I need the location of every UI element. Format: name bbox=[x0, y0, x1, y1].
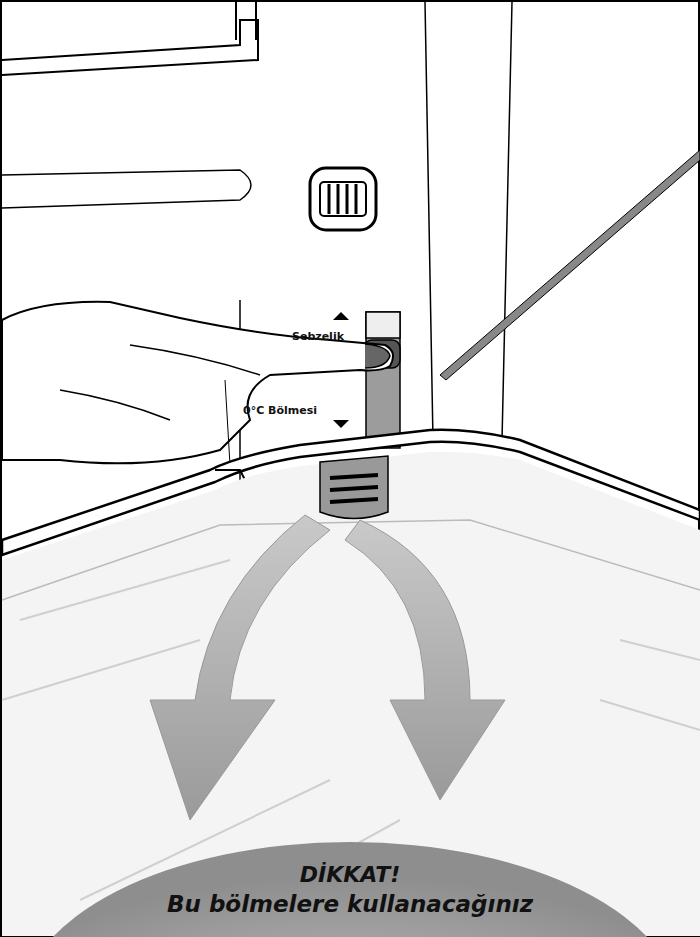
control-label: 0°C Bölmesi bbox=[243, 404, 317, 417]
warning-text: Bu bölmelere kullanacağınız bbox=[90, 891, 610, 917]
warning-band: DİKKAT! Bu bölmelere kullanacağınız bbox=[90, 862, 610, 917]
control-label: Sebzelik bbox=[292, 330, 344, 343]
warning-heading: DİKKAT! bbox=[90, 862, 610, 887]
